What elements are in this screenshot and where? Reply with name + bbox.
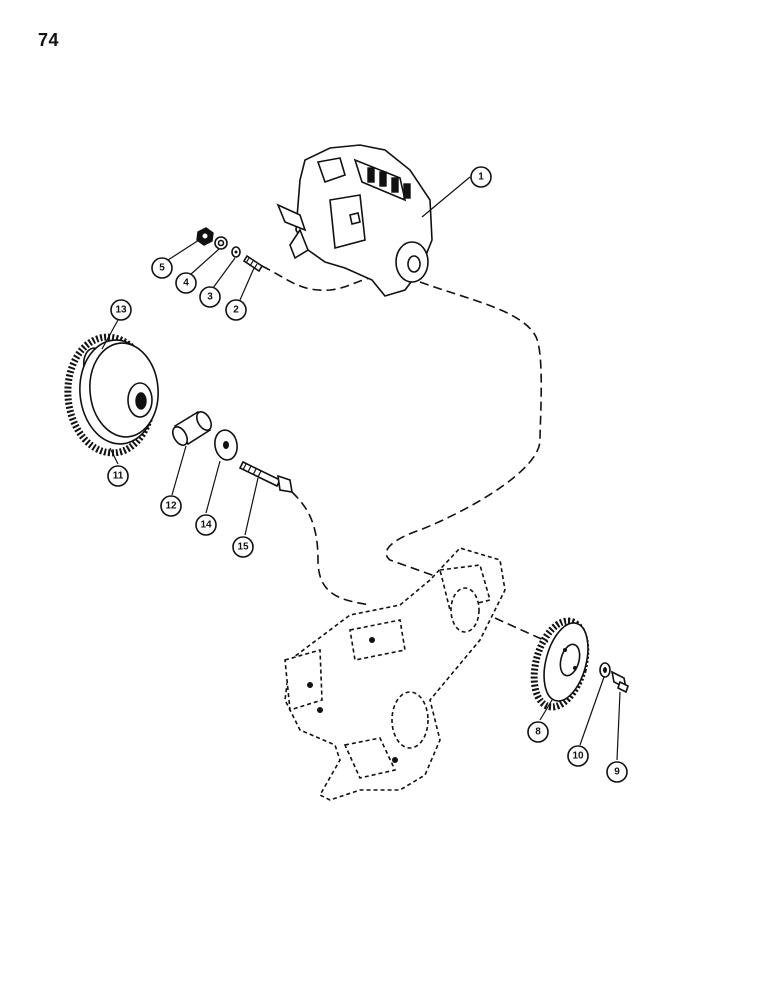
callout-1: 1 bbox=[470, 166, 492, 188]
callout-label: 5 bbox=[159, 263, 165, 274]
callout-label: 12 bbox=[165, 501, 177, 512]
leader-lines bbox=[101, 176, 621, 761]
callout-15: 15 bbox=[232, 536, 254, 558]
stud bbox=[242, 254, 264, 273]
washer bbox=[231, 246, 241, 258]
callout-13: 13 bbox=[110, 299, 132, 321]
capscrew bbox=[610, 670, 629, 694]
callout-4: 4 bbox=[175, 272, 197, 294]
gear-lockwasher bbox=[599, 662, 611, 678]
assembly-lines bbox=[261, 265, 549, 643]
injector-outlet bbox=[367, 167, 375, 183]
callout-10: 10 bbox=[567, 745, 589, 767]
callout-label: 3 bbox=[207, 292, 213, 303]
callout-5: 5 bbox=[151, 257, 173, 279]
callout-9: 9 bbox=[606, 761, 628, 783]
assembly-line-stud-to-pump bbox=[261, 265, 381, 291]
callout-11: 11 bbox=[107, 465, 129, 487]
callout-label: 10 bbox=[572, 751, 584, 762]
lockwasher bbox=[214, 236, 228, 250]
bushing bbox=[171, 410, 213, 446]
bolt bbox=[238, 460, 293, 493]
idler-gear bbox=[64, 333, 159, 457]
callout-label: 15 bbox=[237, 542, 249, 553]
injector-outlet bbox=[403, 183, 411, 199]
assembly-line-pump-to-housing bbox=[385, 281, 543, 586]
injector-outlet bbox=[379, 171, 387, 187]
callout-12: 12 bbox=[160, 495, 182, 517]
injection-pump bbox=[276, 144, 433, 297]
callout-label: 4 bbox=[183, 278, 189, 289]
callout-label: 2 bbox=[233, 305, 239, 316]
callout-14: 14 bbox=[195, 514, 217, 536]
gear-washer bbox=[214, 429, 238, 461]
nut bbox=[196, 227, 214, 246]
page-number: 74 bbox=[38, 30, 60, 50]
callout-label: 13 bbox=[115, 305, 127, 316]
callout-label: 14 bbox=[200, 520, 212, 531]
pump-drive-gear bbox=[530, 617, 590, 711]
callout-3: 3 bbox=[199, 286, 221, 308]
assembly-line-housing-to-gear bbox=[494, 617, 549, 643]
callout-label: 8 bbox=[535, 727, 541, 738]
callout-label: 1 bbox=[478, 172, 484, 183]
assembly-line-bolt-to-housing bbox=[291, 491, 371, 606]
gear-housing bbox=[284, 547, 506, 801]
injector-outlet bbox=[391, 177, 399, 193]
callout-label: 11 bbox=[113, 471, 124, 482]
callout-label: 9 bbox=[614, 767, 620, 778]
callout-2: 2 bbox=[225, 299, 247, 321]
callout-8: 8 bbox=[527, 721, 549, 743]
